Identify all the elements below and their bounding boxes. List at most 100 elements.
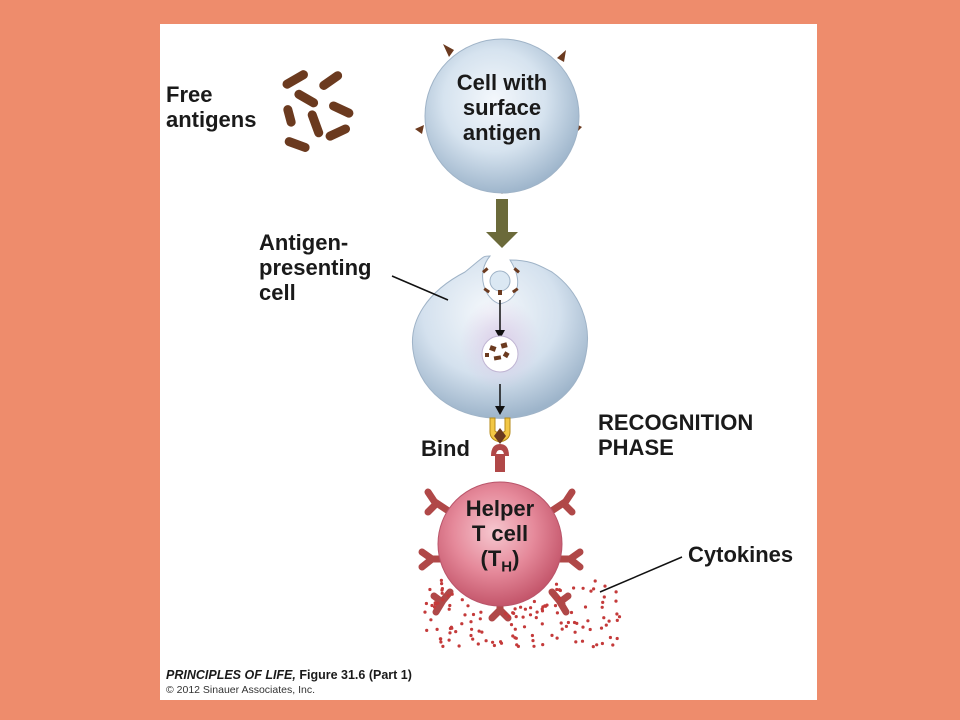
cytokine-dot: [581, 625, 585, 629]
surface-antigen-cell-label: Cell with surface antigen: [456, 70, 548, 145]
cytokine-dot: [574, 640, 578, 644]
cytokine-dot: [540, 609, 545, 613]
cytokine-dot: [528, 613, 533, 617]
cytokine-dot: [484, 639, 488, 643]
helper-t-cell: [437, 481, 563, 607]
helper-t-cell-label: Helper T cell (TH): [465, 496, 535, 576]
cytokine-dot: [614, 599, 618, 603]
cytokine-dot: [480, 630, 484, 634]
cytokine-dot: [430, 603, 434, 608]
cytokine-dots: [423, 578, 622, 649]
cytokine-dot: [440, 587, 444, 591]
copyright-notice: © 2012 Sinauer Associates, Inc.: [166, 684, 315, 696]
cytokine-dot: [435, 627, 439, 632]
cytokine-dot: [532, 599, 536, 604]
apc-label: Antigen- presenting cell: [259, 230, 372, 305]
cytokine-dot: [615, 612, 619, 616]
cytokine-dot: [492, 643, 496, 648]
cytokine-dot: [532, 644, 536, 648]
cytokine-dot: [470, 627, 474, 631]
down-arrow-icon: [486, 199, 518, 248]
cytokine-dot: [429, 618, 433, 622]
cytokine-dot: [433, 601, 437, 605]
cytokine-dot: [583, 605, 588, 609]
cytokine-dot: [540, 622, 544, 626]
cytokine-dot: [564, 624, 568, 629]
cytokine-dot: [600, 605, 604, 609]
cytokine-dot: [617, 615, 622, 619]
cytokine-dot: [555, 587, 559, 592]
cytokine-dot: [554, 582, 559, 586]
cytokine-dot: [513, 607, 517, 611]
cytokine-dot: [572, 586, 576, 590]
cytokine-dot: [545, 603, 549, 607]
cytokine-dot: [441, 644, 445, 649]
cytokine-dot: [424, 601, 428, 606]
free-antigens-label: Free antigens: [166, 82, 257, 132]
cytokine-dot: [602, 595, 606, 599]
cytokine-dot: [471, 612, 476, 617]
cytokine-dot: [600, 641, 604, 646]
cytokine-dot: [601, 600, 605, 605]
cytokine-dot: [586, 619, 590, 623]
cytokine-dot: [469, 620, 473, 624]
cytokine-dot: [588, 627, 592, 632]
cytokine-dot: [559, 621, 563, 625]
cytokine-dot: [507, 614, 511, 619]
cytokine-dot: [439, 578, 443, 583]
cytokine-dot: [530, 633, 534, 638]
cytokine-dot: [509, 623, 514, 627]
cytokine-dot: [477, 629, 481, 633]
cytokine-dot: [450, 592, 454, 596]
cytokines-leader-line: [599, 556, 683, 593]
figure-panel: Free antigens Cell with surface antigen …: [160, 24, 817, 700]
cytokine-dot: [511, 634, 515, 638]
cytokine-dot: [603, 584, 607, 588]
cytokine-dot: [519, 605, 523, 609]
cytokine-dot: [460, 598, 464, 602]
cytokine-dot: [535, 610, 539, 614]
cytokine-dot: [580, 639, 585, 643]
cytokine-dot: [428, 587, 432, 592]
cytokine-dot: [476, 642, 480, 646]
cytokine-dot: [566, 620, 570, 625]
cytokine-dot: [447, 607, 451, 611]
cytokine-dot: [454, 630, 458, 634]
cytokine-dot: [589, 589, 593, 593]
surface-antigen-cell: [415, 38, 582, 194]
cytokine-dot: [469, 633, 473, 638]
cytokine-dot: [531, 639, 535, 643]
cytokine-dot: [592, 587, 596, 591]
cytokine-dot: [425, 628, 429, 633]
cytokine-dot: [607, 619, 611, 623]
cytokine-dot: [581, 586, 585, 590]
cytokine-dot: [503, 612, 507, 616]
cytokine-dot: [522, 625, 527, 629]
cytokine-dot: [521, 615, 525, 619]
cytokine-dot: [595, 643, 599, 647]
cytokine-dot: [441, 598, 445, 602]
cytokine-dot: [569, 610, 574, 615]
cytokine-dot: [513, 636, 517, 640]
cytokine-dot: [573, 630, 577, 634]
cytokine-dot: [513, 627, 517, 631]
cytokine-dot: [514, 615, 518, 619]
cytokine-dot: [553, 604, 558, 608]
cytokine-dot: [447, 638, 451, 642]
binding-complex: [489, 417, 511, 472]
cytokines-label: Cytokines: [688, 542, 794, 567]
cytokine-dot: [599, 626, 604, 630]
cytokine-dot: [491, 640, 495, 644]
cytokine-dot: [615, 618, 619, 623]
cytokine-dot: [423, 610, 427, 614]
cytokine-dot: [602, 616, 606, 620]
cytokine-dot: [516, 644, 520, 649]
cytokine-dot: [615, 636, 619, 641]
cytokine-dot: [478, 617, 482, 621]
cytokine-dot: [438, 637, 442, 641]
cytokine-dot: [499, 640, 503, 644]
bind-label: Bind: [421, 436, 470, 461]
cytokine-dot: [611, 643, 615, 647]
phase-label: RECOGNITION PHASE: [598, 410, 754, 460]
cytokine-dot: [457, 644, 461, 648]
